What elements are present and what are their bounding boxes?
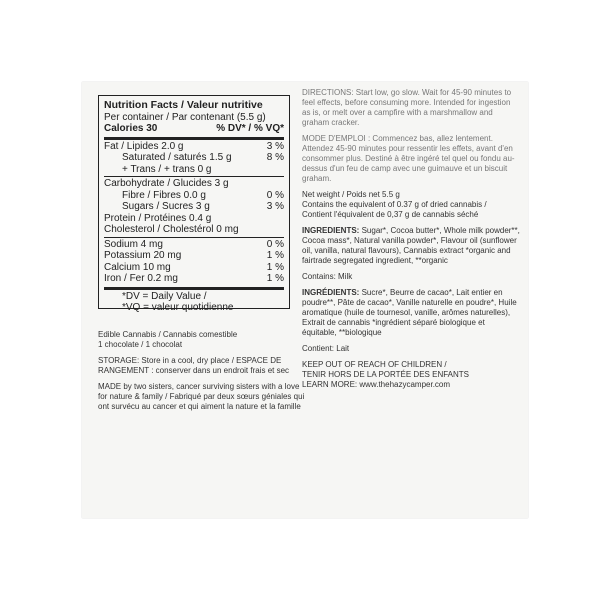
nutrient-dv: 0 %	[266, 189, 284, 201]
thick-divider	[104, 136, 284, 140]
nutrient-dv: 1 %	[266, 250, 284, 261]
nutrient-label: Calcium 10 mg	[104, 261, 171, 273]
ingredients-french: INGRÉDIENTS: Sucre*, Beurre de cacao*, L…	[302, 288, 520, 338]
row-divider	[104, 176, 284, 177]
nutrient-row: + Trans / + trans 0 g	[104, 164, 284, 176]
nutrient-dv: 0 %	[266, 238, 284, 250]
ingredients-label: INGRÉDIENTS:	[302, 288, 360, 297]
storage-instructions: STORAGE: Store in a cool, dry place / ES…	[98, 356, 313, 376]
footnote-vq: *VQ = valeur quotidienne	[122, 302, 234, 313]
nutrient-label: Sodium 4 mg	[104, 238, 163, 250]
nutrient-dv	[258, 178, 284, 190]
nutrient-row: Sugars / Sucres 3 g 3 %	[104, 201, 284, 213]
nutrient-row: Protein / Protéines 0.4 g	[104, 213, 284, 225]
nutrient-dv: 3 %	[266, 140, 284, 152]
nutrition-facts-table: Nutrition Facts / Valeur nutritive Per c…	[98, 95, 290, 313]
product-description: Edible Cannabis / Cannabis comestible 1 …	[98, 330, 313, 350]
warning-french: TENIR HORS DE LA PORTÉE DES ENFANTS	[302, 370, 469, 379]
thick-divider	[104, 286, 284, 290]
product-label-card	[82, 82, 528, 518]
net-weight: Net weight / Poids net 5.5 g	[302, 190, 400, 199]
ingredients-list: Sugar*, Cocoa butter*, Whole milk powder…	[302, 226, 520, 265]
storage-line: RANGEMENT : conserver dans un endroit fr…	[98, 366, 290, 375]
nutrient-label: Iron / Fer 0.2 mg	[104, 273, 178, 284]
made-by-line: MADE by two sisters, cancer surviving si…	[98, 382, 300, 391]
nutrient-label: Cholesterol / Cholestérol 0 mg	[104, 224, 239, 235]
learn-more-link: LEARN MORE: www.thehazycamper.com	[302, 380, 451, 389]
allergen-english: Contains: Milk	[302, 272, 353, 281]
calories-row: Calories 30 % DV* / % VQ*	[104, 123, 284, 135]
nutrient-row: Iron / Fer 0.2 mg 1 %	[104, 273, 284, 285]
ingredients-label: INGREDIENTS:	[302, 226, 360, 235]
nutrient-label: Fat / Lipides 2.0 g	[104, 140, 184, 152]
nutrient-label: Saturated / saturés 1.5 g	[122, 152, 232, 163]
nutrient-label: Potassium 20 mg	[104, 250, 182, 261]
nutrient-label: Protein / Protéines 0.4 g	[104, 212, 212, 224]
label-right-column: DIRECTIONS: Start low, go slow. Wait for…	[302, 88, 520, 390]
product-type: Edible Cannabis / Cannabis comestible	[98, 330, 238, 339]
nutrient-dv: 3 %	[266, 201, 284, 212]
nutrient-label: Fibre / Fibres 0.0 g	[122, 189, 206, 201]
ingredients-english: INGREDIENTS: Sugar*, Cocoa butter*, Whol…	[302, 226, 520, 266]
warning-english: KEEP OUT OF REACH OF CHILDREN /	[302, 360, 447, 369]
equivalency-english: Contains the equivalent of 0.37 g of dri…	[302, 200, 487, 209]
nutrient-row: Carbohydrate / Glucides 3 g	[104, 178, 284, 190]
nutrient-row: Sodium 4 mg 0 %	[104, 239, 284, 251]
nutrient-label: Sugars / Sucres 3 g	[122, 201, 210, 212]
calories-label: Calories 30	[104, 123, 158, 134]
allergen-french: Contient: Lait	[302, 344, 350, 353]
nutrient-row: Potassium 20 mg 1 %	[104, 250, 284, 262]
directions-french: MODE D'EMPLOI : Commencez bas, allez len…	[302, 134, 515, 183]
ingredients-list: Sucre*, Beurre de cacao*, Lait entier en…	[302, 288, 517, 337]
directions-english: DIRECTIONS: Start low, go slow. Wait for…	[302, 88, 512, 127]
nutrient-label: Carbohydrate / Glucides 3 g	[104, 178, 229, 189]
nutrient-row: Fibre / Fibres 0.0 g 0 %	[104, 190, 284, 202]
nutrient-row: Saturated / saturés 1.5 g 8 %	[104, 152, 284, 164]
made-by-line: for nature & family / Fabriqué par deux …	[98, 392, 305, 401]
nutrient-dv: 1 %	[266, 261, 284, 273]
made-by-statement: MADE by two sisters, cancer surviving si…	[98, 382, 313, 412]
dv-header: % DV* / % VQ*	[216, 123, 284, 134]
footnote-dv: *DV = Daily Value /	[122, 290, 207, 302]
nutrient-row: Fat / Lipides 2.0 g 3 %	[104, 141, 284, 153]
nutrient-dv	[258, 224, 284, 236]
nutrient-dv	[258, 213, 284, 225]
nutrient-dv: 1 %	[266, 273, 284, 284]
nutrient-label: + Trans / + trans 0 g	[122, 163, 212, 175]
serving-size: Per container / Par contenant (5.5 g)	[104, 111, 266, 123]
nutrient-dv	[258, 164, 284, 176]
nutrient-row: Calcium 10 mg 1 %	[104, 262, 284, 274]
nutrient-row: Cholesterol / Cholestérol 0 mg	[104, 224, 284, 236]
made-by-line: ont survécu au cancer et qui aiment la n…	[98, 402, 301, 411]
storage-line: STORAGE: Store in a cool, dry place / ES…	[98, 356, 282, 365]
product-quantity: 1 chocolate / 1 chocolat	[98, 340, 183, 349]
equivalency-french: Contient l'équivalent de 0,37 g de canna…	[302, 210, 479, 219]
nutrient-dv: 8 %	[266, 152, 284, 163]
nutrition-facts-title: Nutrition Facts / Valeur nutritive	[104, 99, 263, 111]
row-divider	[104, 236, 284, 238]
